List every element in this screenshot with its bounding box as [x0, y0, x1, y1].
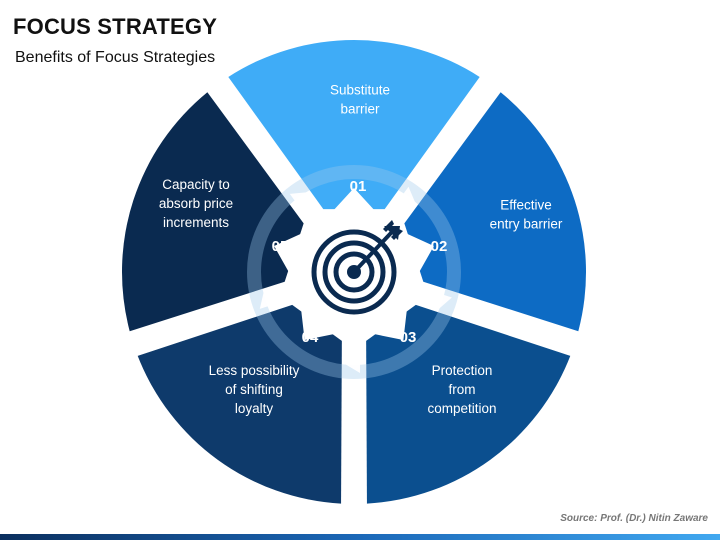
segment-number-04: 04	[302, 329, 319, 346]
segment-number-03: 03	[400, 329, 417, 346]
inner-ring	[247, 165, 461, 379]
segment-number-02: 02	[431, 238, 448, 255]
segment-04	[137, 304, 342, 504]
footer-gradient-bar	[0, 534, 720, 540]
boundary-arrow-icon	[434, 291, 452, 309]
segment-number-01: 01	[350, 178, 367, 195]
boundary-arrow-icon	[345, 355, 360, 373]
page-title: FOCUS STRATEGY	[13, 14, 218, 39]
segment-number-05: 05	[272, 238, 289, 255]
segment-05	[122, 92, 304, 332]
boundary-arrow-icon	[259, 291, 277, 309]
page-subtitle: Benefits of Focus Strategies	[15, 49, 216, 66]
boundary-arrow-icon	[289, 192, 308, 209]
source-credit: Source: Prof. (Dr.) Nitin Zaware	[560, 513, 708, 524]
segment-03	[366, 304, 571, 504]
center-star	[274, 188, 434, 340]
boundary-arrow-icon	[397, 186, 416, 203]
segment-01	[228, 40, 480, 210]
target-arrow-icon	[311, 220, 403, 315]
segment-02	[404, 92, 586, 332]
